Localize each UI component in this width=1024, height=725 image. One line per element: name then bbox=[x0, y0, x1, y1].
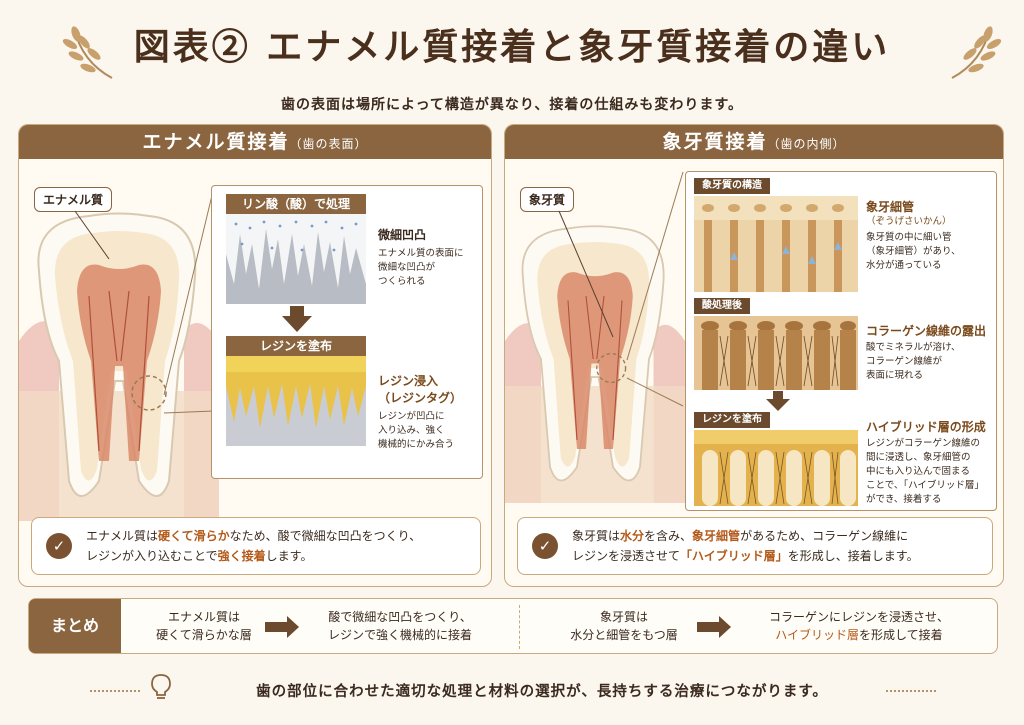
enamel-tooth-label: エナメル質 bbox=[34, 187, 113, 212]
enamel-heading: エナメル質接着 bbox=[142, 131, 290, 153]
dentin-step3-desc: 中にも入り込んで固まる bbox=[866, 466, 971, 477]
dentin-process-box: 象牙質の構造 象牙細管 （ぞうげさいかん） 象牙質の中に細い管 （象牙細管）があ… bbox=[685, 171, 997, 511]
dentin-label-leader bbox=[558, 210, 614, 338]
enamel-step2-desc: 入り込み、強く bbox=[378, 425, 445, 436]
dentin-step3-desc: 間に浸透し、象牙細管の bbox=[866, 452, 971, 463]
dentin-tooth-label: 象牙質 bbox=[520, 187, 575, 212]
hybrid-layer-image bbox=[694, 430, 858, 506]
dentin-step3-title: ハイブリッド層の形成 bbox=[866, 420, 986, 434]
laurel-right-icon bbox=[951, 26, 1002, 79]
dentin-step2-bar: 酸処理後 bbox=[694, 298, 750, 314]
enamel-process-box: リン酸（酸）で処理 微細凹凸 エナメル質の表面に 微細な凹凸が つくられる レジ… bbox=[211, 185, 483, 479]
enamel-summary-text: レジンが入り込むことで bbox=[86, 549, 218, 563]
arrow-down-icon bbox=[766, 391, 790, 411]
arrow-right-icon bbox=[265, 616, 299, 638]
dentin-step1-title: 象牙細管 bbox=[866, 200, 915, 214]
summary-cell-4-highlight: ハイブリッド層 bbox=[775, 628, 860, 642]
dentin-step3-desc: レジンがコラーゲン線維の bbox=[866, 438, 981, 449]
dentin-summary-text: 象牙質は bbox=[572, 529, 621, 543]
dentin-step1-reading: （ぞうげさいかん） bbox=[866, 216, 952, 227]
dentin-step2-title: コラーゲン線維の露出 bbox=[866, 324, 987, 338]
laurel-left-icon bbox=[62, 26, 113, 79]
zoom-leader-lines bbox=[163, 186, 215, 414]
summary-cell-3: 象牙質は bbox=[599, 610, 648, 624]
enamel-step1-desc: 微細な凹凸が bbox=[378, 262, 436, 273]
footer-message: 歯の部位に合わせた適切な処理と材料の選択が、長持ちする治療につながります。 bbox=[256, 683, 828, 700]
enamel-step2-title: レジン浸入 bbox=[378, 374, 439, 388]
check-icon: ✓ bbox=[532, 533, 558, 559]
dentin-step2-desc: 酸でミネラルが溶け、 bbox=[866, 342, 961, 353]
resin-tag-image bbox=[226, 356, 366, 446]
dentin-summary-highlight: 「ハイブリッド層」 bbox=[680, 549, 788, 563]
enamel-step2-desc: レジンが凹凸に bbox=[378, 411, 445, 422]
dentin-summary-text: があるため、コラーゲン線維に bbox=[740, 529, 909, 543]
enamel-summary-text: なため、酸で微細な凹凸をつくり、 bbox=[229, 529, 422, 543]
dentin-step1-bar: 象牙質の構造 bbox=[694, 178, 770, 194]
etched-enamel-image bbox=[226, 214, 366, 304]
dentin-step3-bar: レジンを塗布 bbox=[694, 412, 770, 428]
summary-cell-2: レジンで強く機械的に接着 bbox=[327, 628, 472, 642]
check-icon: ✓ bbox=[46, 533, 72, 559]
dentin-step1-desc: （象牙細管）があり、 bbox=[866, 246, 961, 257]
footer-dots-right bbox=[886, 690, 936, 692]
arrow-right-icon bbox=[697, 616, 731, 638]
dentin-panel-heading: 象牙質接着（歯の内側） bbox=[505, 125, 1003, 159]
dentin-step1-desc: 象牙質の中に細い管 bbox=[866, 232, 952, 243]
summary-cell-4: を形成して接着 bbox=[859, 628, 943, 642]
zoom-leader-lines bbox=[626, 171, 684, 407]
enamel-summary-text: します。 bbox=[265, 549, 313, 563]
enamel-summary-text: エナメル質は bbox=[86, 529, 159, 543]
summary-divider bbox=[519, 605, 520, 649]
summary-bar: まとめ エナメル質は 硬くて滑らかな層 酸で微細な凹凸をつくり、 レジンで強く機… bbox=[28, 598, 998, 654]
dentin-step1-desc: 水分が通っている bbox=[866, 260, 942, 271]
dentin-summary: ✓ 象牙質は水分を含み、象牙細管があるため、コラーゲン線維に レジンを浸透させて… bbox=[517, 517, 993, 575]
enamel-step2-bar: レジンを塗布 bbox=[226, 336, 366, 356]
enamel-label-leader bbox=[74, 210, 110, 260]
arrow-down-icon bbox=[282, 306, 312, 332]
summary-cell-1: 硬くて滑らかな層 bbox=[156, 628, 252, 642]
enamel-heading-sub: （歯の表面） bbox=[289, 137, 368, 151]
enamel-step2-title2: （レジンタグ） bbox=[378, 391, 463, 405]
dentin-summary-text: を形成し、接着します。 bbox=[787, 549, 919, 563]
enamel-panel-heading: エナメル質接着（歯の表面） bbox=[19, 125, 491, 159]
dentin-step2-desc: 表面に現れる bbox=[866, 370, 924, 381]
summary-label: まとめ bbox=[29, 599, 121, 653]
enamel-summary-highlight: 強く接着 bbox=[217, 549, 266, 563]
dentin-step2-desc: コラーゲン線維が bbox=[866, 356, 943, 367]
summary-cell-2: 酸で微細な凹凸をつくり、 bbox=[328, 610, 472, 624]
dentin-summary-text: レジンを浸透させて bbox=[572, 549, 681, 563]
enamel-summary-highlight: 硬くて滑らか bbox=[158, 529, 230, 543]
summary-cell-4: コラーゲンにレジンを浸透させ、 bbox=[768, 610, 949, 624]
collagen-exposed-image bbox=[694, 316, 858, 390]
dentin-summary-text: を含み、 bbox=[644, 529, 693, 543]
enamel-step2-desc: 機械的にかみ合う bbox=[378, 439, 455, 450]
summary-cell-3: 水分と細管をもつ層 bbox=[570, 628, 678, 642]
lightbulb-icon bbox=[151, 674, 171, 699]
dentin-summary-highlight: 象牙細管 bbox=[692, 529, 741, 543]
dentin-tooth-illustration bbox=[505, 225, 685, 503]
dentin-summary-highlight: 水分 bbox=[620, 529, 645, 543]
dentin-heading: 象牙質接着 bbox=[662, 131, 768, 153]
enamel-summary: ✓ エナメル質は硬くて滑らかなため、酸で微細な凹凸をつくり、 レジンが入り込むこ… bbox=[31, 517, 481, 575]
dentin-tubule-image bbox=[694, 196, 858, 292]
enamel-step1-desc: つくられる bbox=[378, 276, 426, 287]
enamel-step1-bar: リン酸（酸）で処理 bbox=[226, 194, 366, 214]
enamel-step1-title: 微細凹凸 bbox=[378, 228, 427, 242]
enamel-step1-desc: エナメル質の表面に bbox=[378, 248, 464, 259]
summary-cell-1: エナメル質は bbox=[167, 610, 240, 624]
footer-dots-left bbox=[90, 690, 140, 692]
dentin-step3-desc: ができ、接着する bbox=[866, 494, 942, 505]
page-subtitle: 歯の表面は場所によって構造が異なり、接着の仕組みも変わります。 bbox=[281, 97, 743, 113]
dentin-panel: 象牙質接着（歯の内側） 象牙質 象牙質の構造 象牙細管 （ぞうげさいかん） 象牙… bbox=[504, 124, 1004, 587]
enamel-tooth-illustration bbox=[19, 212, 219, 521]
dentin-step3-desc: ことで、「ハイブリッド層」 bbox=[866, 480, 984, 491]
enamel-panel: エナメル質接着（歯の表面） エナメル質 リン酸（酸）で処理 微細凹凸 エナメル質… bbox=[18, 124, 492, 587]
page-title: 図表② エナメル質接着と象牙質接着の違い bbox=[133, 26, 891, 68]
dentin-heading-sub: （歯の内側） bbox=[767, 137, 846, 151]
